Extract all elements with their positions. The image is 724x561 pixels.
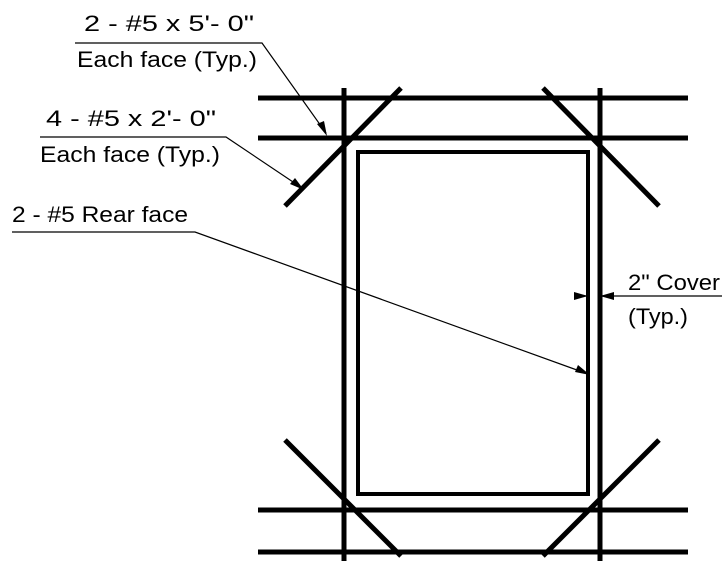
diagonal-bar-top-right [541,86,661,208]
label-diagonal-bars-line1: 4 - #5 x 2'- 0" [46,106,216,131]
arrow-diagonal-bars [290,178,304,190]
vertical-bars [341,88,603,561]
arrow-cover-left [574,292,588,300]
arrow-top-bars [317,121,327,136]
leader-rear-bars [12,231,589,375]
leader-diagonal-bars [40,136,303,189]
arrow-cover-right [600,292,614,300]
label-cover-line2: (Typ.) [628,304,688,329]
opening-outline [356,150,590,496]
arrowheads [290,121,614,375]
diagonal-bar-bottom-left [283,438,403,558]
label-top-bars-line1: 2 - #5 x 5'- 0" [84,11,254,36]
label-top-bars-line2: Each face (Typ.) [77,47,257,72]
bottom-horizontal-bars [258,507,688,555]
label-diagonal-bars-line2: Each face (Typ.) [40,142,220,167]
top-horizontal-bars [258,95,688,141]
label-cover-line1: 2" Cover [628,270,720,295]
diagonal-bars [283,86,661,558]
leader-top-bars [75,42,327,134]
diagonal-bar-bottom-right [541,438,661,558]
arrow-rear-bars [575,365,590,375]
diagonal-bar-top-left [283,86,403,208]
label-rear-bars-line1: 2 - #5 Rear face [12,202,188,227]
